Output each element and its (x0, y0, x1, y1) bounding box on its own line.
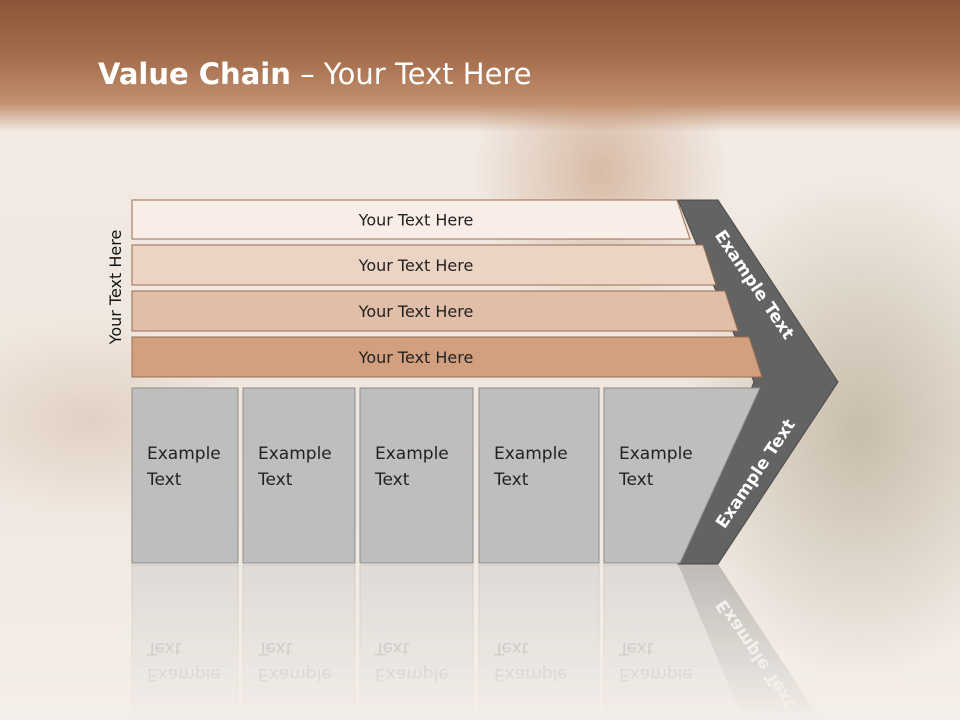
title-rest: – Your Text Here (290, 57, 532, 91)
example-box-line2-4: Text (493, 470, 529, 490)
value-bar-label-2: Your Text Here (358, 256, 474, 275)
value-bar-3 (131, 290, 739, 332)
example-box-5 (603, 387, 761, 564)
title-bold: Value Chain (98, 57, 291, 91)
svg-text:Example: Example (494, 664, 568, 684)
svg-text:Example: Example (258, 664, 332, 684)
example-box-line1-4: Example (494, 444, 568, 464)
example-box-4 (478, 387, 600, 564)
value-bar-4 (131, 336, 763, 378)
svg-text:Text: Text (493, 638, 529, 658)
svg-text:Text: Text (618, 638, 654, 658)
value-bar-label-3: Your Text Here (358, 302, 474, 321)
value-bar-label-4: Your Text Here (358, 348, 474, 367)
slide-title: Value Chain – Your Text Here (98, 54, 532, 94)
example-box-line2-5: Text (618, 470, 654, 490)
example-box-1 (131, 387, 239, 564)
svg-text:Text: Text (374, 638, 410, 658)
example-box-line1-5: Example (619, 444, 693, 464)
example-box-line2-3: Text (374, 470, 410, 490)
svg-text:Example: Example (619, 664, 693, 684)
header-band (0, 0, 960, 132)
value-bar-2 (131, 244, 717, 286)
example-box-line2-2: Text (257, 470, 293, 490)
svg-text:Example: Example (375, 664, 449, 684)
value-bar-label-1: Your Text Here (358, 211, 474, 230)
example-box-line1-3: Example (375, 444, 449, 464)
value-bar-1 (131, 199, 691, 240)
example-box-line1-1: Example (147, 444, 221, 464)
svg-text:Text: Text (146, 638, 182, 658)
example-box-2 (242, 387, 356, 564)
example-box-line2-1: Text (146, 470, 182, 490)
example-box-line1-2: Example (258, 444, 332, 464)
example-box-3 (359, 387, 474, 564)
svg-text:Example: Example (147, 664, 221, 684)
svg-text:Text: Text (257, 638, 293, 658)
